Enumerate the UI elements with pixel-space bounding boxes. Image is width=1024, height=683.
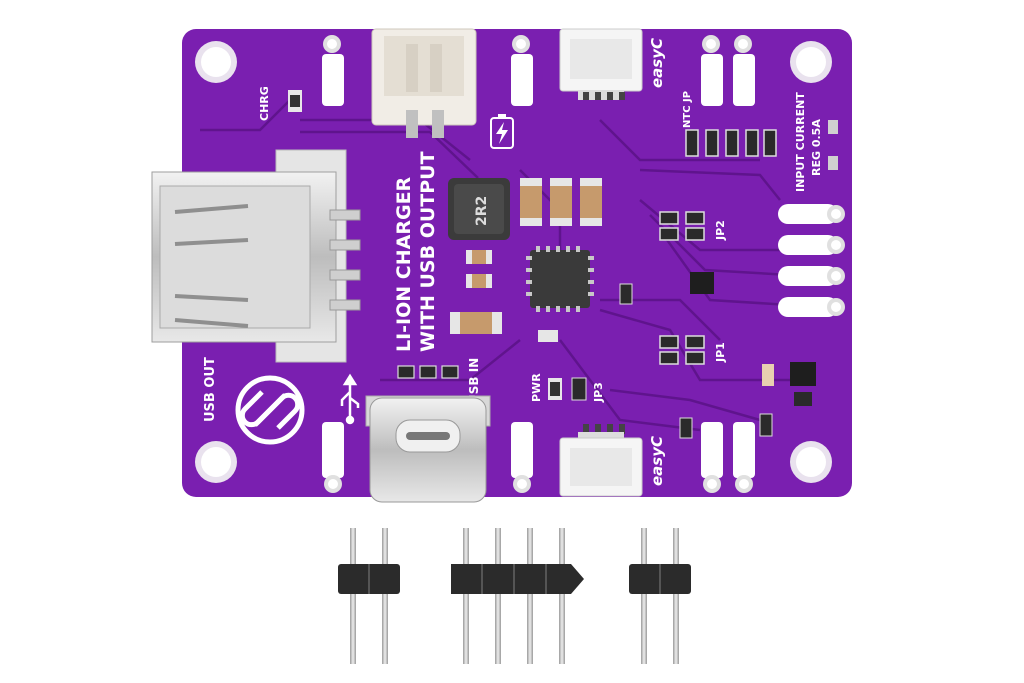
usb-out-label: USB OUT (203, 357, 218, 422)
pin-header-4pin (451, 528, 584, 664)
jp1-pads (659, 335, 705, 365)
top-pin-gnd-left: GND (327, 67, 342, 100)
ntc-jp-label: NTC JP (682, 91, 693, 128)
jp1-label: JP1 (714, 342, 727, 363)
usb-c-passives (397, 365, 459, 379)
bottom-pin-pads (322, 422, 755, 493)
board-title-line1: LI-ION CHARGER (393, 176, 415, 352)
easyc-bottom-connector (559, 424, 643, 497)
bottom-pin-gnd: GND (516, 433, 531, 466)
jp2-label: JP2 (714, 220, 727, 241)
usb-icon (340, 373, 360, 425)
jp3-label: JP3 (592, 382, 605, 403)
battery-jst-connector (371, 28, 477, 138)
pin-header-2pin-right (629, 528, 691, 664)
right-pin-sda: SDA (788, 270, 818, 285)
top-pin-pads (322, 35, 755, 106)
top-pin-ntc: NTC (706, 71, 721, 100)
bottom-pin-vin: VIN (327, 440, 342, 466)
battery-bolt-icon (490, 114, 514, 149)
input-current-label: INPUT CURRENT (794, 92, 807, 192)
mounting-holes (195, 41, 832, 483)
bottom-pin-nce: nCE (706, 438, 721, 466)
right-pin-pads (778, 204, 845, 317)
capacitors (450, 178, 602, 342)
bottom-pin-int: INT (738, 441, 753, 466)
sot-chip (690, 272, 714, 294)
charger-ic (526, 246, 594, 312)
easyc-top-label: easyC (648, 38, 666, 88)
input-current-reg-label: REG 0.5A (810, 119, 823, 176)
jp2-pads (659, 211, 705, 241)
pin-header-2pin-left (338, 528, 400, 664)
right-pin-gnd: GND (788, 208, 821, 223)
easyc-bottom-label: easyC (648, 436, 666, 486)
resistor-array (685, 129, 777, 157)
usb-c-connector (365, 395, 491, 503)
inductor-label: 2R2 (474, 196, 490, 226)
board-title-line2: WITH USB OUTPUT (417, 151, 439, 352)
inductor (448, 178, 510, 240)
usb-a-connector (151, 149, 361, 363)
top-pin-bat: BAT (516, 72, 531, 100)
pwr-label: PWR (530, 373, 543, 402)
jumper-pads-input (828, 120, 838, 170)
easyc-top-connector (559, 28, 643, 100)
right-pin-scl: SCL (788, 301, 815, 316)
logo-icon (235, 375, 305, 445)
usb-in-label: USB IN (467, 358, 481, 404)
top-pin-gnd-right: GND (738, 67, 753, 100)
chrg-label: CHRG (258, 86, 271, 121)
right-pin-5v: 5V (788, 239, 807, 254)
regulator-chip (790, 362, 816, 386)
